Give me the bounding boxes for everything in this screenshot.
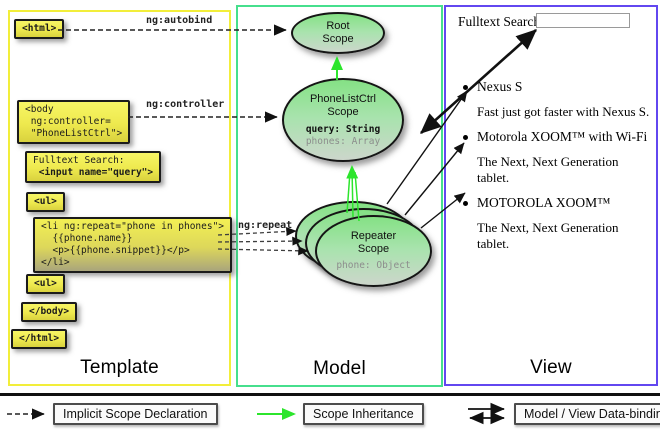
- input-query-code: <input name="query">: [33, 167, 154, 178]
- phone-snippet: The Next, Next Generation tablet.: [477, 220, 619, 251]
- ng-autobind-label: ng:autobind: [146, 15, 213, 26]
- body-open-tag-box: <body ng:controller= "PhoneListCtrl">: [17, 100, 131, 144]
- phone-name: Motorola XOOM™ with Wi-Fi: [477, 129, 648, 144]
- phones-property: phones: Array: [305, 135, 381, 147]
- list-item-title: Nexus S: [463, 79, 653, 95]
- phone-snippet: Fast just got faster with Nexus S.: [477, 104, 650, 119]
- legend-scope-inheritance: Scope Inheritance: [303, 403, 424, 425]
- view-column-label: View: [530, 357, 572, 378]
- repeater-scope-label: Repeater Scope: [350, 230, 397, 255]
- fulltext-search-input[interactable]: [536, 13, 630, 28]
- ng-repeat-label: ng:repeat: [238, 220, 293, 231]
- view-fulltext-search-label: Fulltext Search:: [458, 14, 544, 29]
- fulltext-input-code-box: Fulltext Search: <input name="query">: [25, 151, 162, 183]
- phone-list: Nexus S Fast just got faster with Nexus …: [463, 79, 653, 261]
- list-item-title: Motorola XOOM™ with Wi-Fi: [463, 129, 653, 145]
- fulltext-code-label: Fulltext Search:: [33, 155, 125, 166]
- list-item-title: MOTOROLA XOOM™: [463, 195, 653, 211]
- bullet-icon: [463, 84, 468, 90]
- phone-name: Nexus S: [477, 79, 523, 94]
- phonelistctrl-scope-label: PhoneListCtrl Scope: [309, 92, 377, 118]
- html-open-tag-box: <html>: [14, 19, 65, 39]
- bullet-icon: [463, 134, 468, 140]
- legend-separator: [0, 393, 660, 396]
- ul-open-tag-box: <ul>: [26, 192, 65, 212]
- model-column: Model: [236, 5, 443, 387]
- body-close-tag-box: </body>: [21, 302, 78, 322]
- legend-model-view-binding: Model / View Data-binding: [514, 403, 660, 425]
- root-scope-label: Root Scope: [322, 20, 354, 45]
- phone-property: phone: Object: [336, 260, 411, 271]
- html-close-tag-box: </html>: [11, 329, 68, 349]
- model-column-label: Model: [313, 358, 366, 379]
- phone-name: MOTOROLA XOOM™: [477, 195, 611, 210]
- phonelistctrl-scope-ellipse: PhoneListCtrl Scope query: String phones…: [282, 78, 404, 162]
- li-repeat-code-box: <li ng:repeat="phone in phones"> {{phone…: [33, 217, 233, 273]
- legend-implicit-scope: Implicit Scope Declaration: [53, 403, 218, 425]
- query-property: query: String: [305, 123, 381, 135]
- ng-controller-label: ng:controller: [146, 99, 225, 110]
- repeater-scope-ellipse: Repeater Scope phone: Object: [315, 215, 432, 287]
- root-scope-ellipse: Root Scope: [291, 12, 385, 54]
- bullet-icon: [463, 200, 468, 206]
- ul-close-tag-box: <ul>: [26, 274, 65, 294]
- template-column-label: Template: [80, 357, 159, 378]
- phone-snippet: The Next, Next Generation tablet.: [477, 154, 619, 185]
